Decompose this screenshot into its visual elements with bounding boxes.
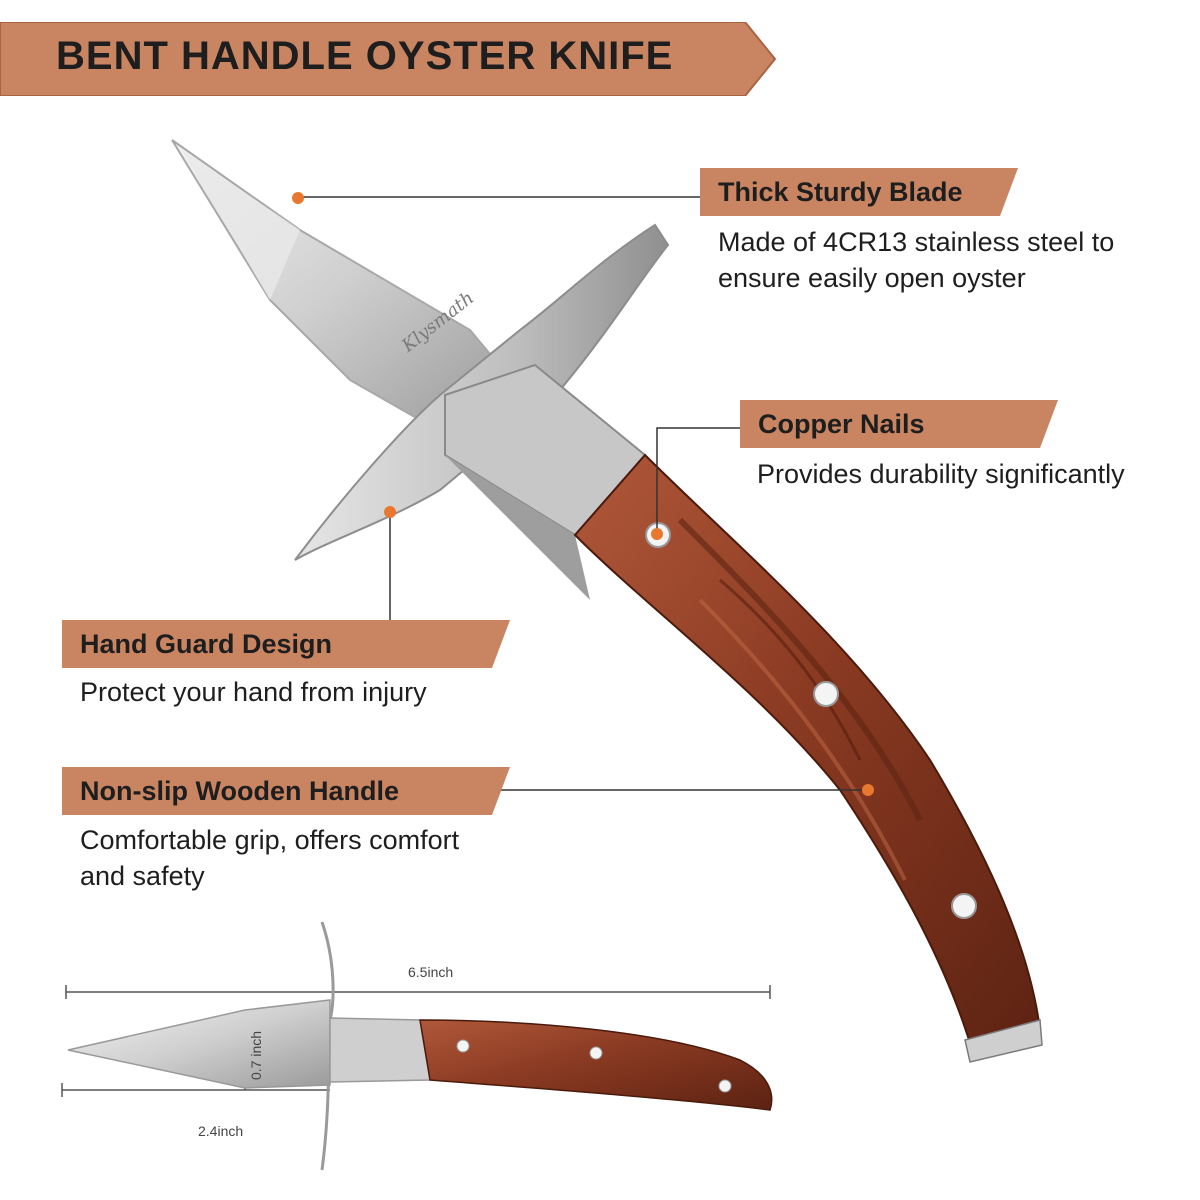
callout-dot-nails [651, 528, 663, 540]
feature-desc-handle: Comfortable grip, offers comfort and saf… [80, 822, 459, 894]
feature-desc-nails: Provides durability significantly [757, 456, 1125, 492]
feature-desc-nails-line-1: Provides durability significantly [757, 459, 1125, 489]
dimension-blade-width: 0.7 inch [248, 1030, 264, 1080]
feature-banner-blade: Thick Sturdy Blade [700, 168, 1025, 216]
feature-heading-guard: Hand Guard Design [80, 629, 333, 659]
feature-banner-guard: Hand Guard Design [62, 620, 512, 668]
callout-lines [298, 196, 868, 791]
feature-banner-nails: Copper Nails [740, 400, 1060, 448]
feature-banner-handle: Non-slip Wooden Handle [62, 767, 512, 815]
dimension-blade-length: 2.4inch [198, 1123, 244, 1139]
page-title: BENT HANDLE OYSTER KNIFE [56, 34, 674, 78]
wooden-handle [573, 453, 1043, 1063]
feature-desc-guard: Protect your hand from injury [80, 674, 427, 710]
callout-dot-guard [384, 506, 396, 518]
callout-dot-handle [862, 784, 874, 796]
feature-desc-blade-line-2: ensure easily open oyster [718, 263, 1026, 293]
title-banner: BENT HANDLE OYSTER KNIFE [0, 22, 780, 96]
feature-heading-blade: Thick Sturdy Blade [718, 177, 963, 207]
callout-dot-blade [292, 192, 304, 204]
feature-heading-handle: Non-slip Wooden Handle [80, 776, 399, 806]
feature-heading-nails: Copper Nails [758, 409, 925, 439]
feature-desc-handle-line-1: Comfortable grip, offers comfort [80, 825, 460, 855]
feature-desc-handle-line-2: and safety [80, 861, 205, 891]
feature-desc-blade-line-1: Made of 4CR13 stainless steel to [718, 227, 1115, 257]
dimension-diagram [61, 921, 773, 1171]
feature-desc-blade: Made of 4CR13 stainless steel to ensure … [718, 224, 1114, 296]
dimension-total-length: 6.5inch [408, 964, 454, 980]
feature-desc-guard-line-1: Protect your hand from injury [80, 677, 427, 707]
